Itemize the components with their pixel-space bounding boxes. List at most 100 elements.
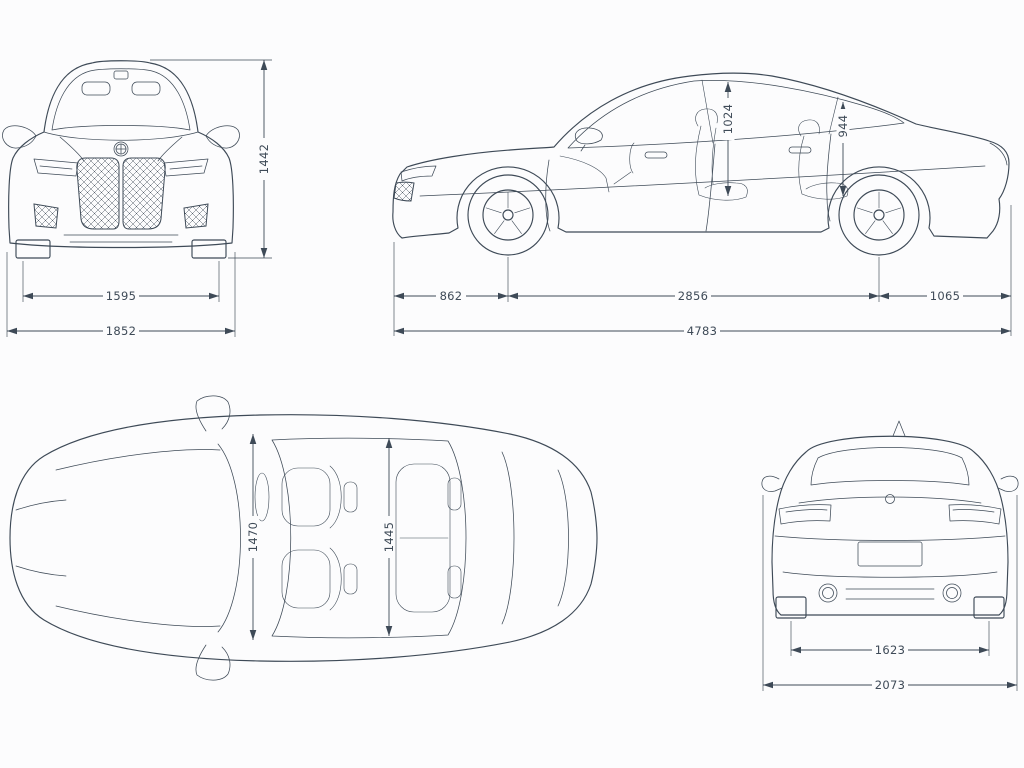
driver-headrest [343,481,358,513]
label-background [927,289,963,303]
front-bumper-lines [63,234,179,243]
rear-hub [873,209,885,221]
headrest-left [81,81,111,96]
top-side-mirrors [195,395,231,681]
top-view-drawing [9,395,598,681]
side-interior-sketch [559,108,849,201]
front-side-mirrors [2,125,240,149]
front-rim [482,189,534,241]
dimension-value: 1445 [382,522,396,552]
dim-top-front-interior-width: 1470 [246,434,260,640]
dim-top-rear-interior-width: 1445 [382,438,396,636]
steering-wheel [254,472,270,522]
rear-tires [775,596,1005,619]
side-door-lines [419,133,986,232]
top-interior-seats [254,463,462,613]
label-background [721,98,735,140]
front-hub [502,209,514,221]
top-body-outline [9,414,598,662]
rear-rim [853,189,905,241]
dimension-value: 2073 [875,678,905,692]
tire-left [15,239,51,259]
exhaust-right-outer [942,583,962,603]
rear-roundel [885,494,895,504]
extension-lines [150,59,272,259]
door-handle-front [644,151,668,159]
front-tire [467,174,549,256]
dim-side-front-interior-height: 1024 [721,82,735,196]
dimension-value: 4783 [687,324,717,338]
label-background [436,289,466,303]
roundel-outer [113,141,129,157]
rear-tire [838,174,920,256]
label-background [872,678,908,692]
dimension-value: 1065 [930,289,960,303]
front-tires [15,239,227,259]
passenger-headrest [343,563,358,595]
antenna-fin [892,420,906,437]
dimension-value: 1595 [106,289,136,303]
dim-front-width: 1852 [6,252,236,338]
dim-rear-track: 1623 [790,621,990,657]
extension-lines [393,205,1012,336]
rearview-mirror [113,70,129,80]
rear-window [810,447,970,486]
front-headlights [33,158,209,177]
label-background [103,289,139,303]
side-pillars [701,79,839,144]
rear-taillights [778,504,1002,525]
label-background [675,289,711,303]
side-grille [393,181,415,202]
side-wheels [467,174,920,256]
exhaust-right-inner [946,587,958,599]
label-background [836,109,850,143]
exhaust-left-outer [818,583,838,603]
side-headlight [400,165,437,182]
side-view-drawing [392,72,1010,256]
front-body-outline [8,60,234,249]
dim-side-bottom-row: 862 2856 1065 4783 [393,205,1012,338]
dimension-value: 1852 [106,324,136,338]
side-mirror [575,127,603,152]
rear-body-outline [771,435,1009,616]
label-background [246,516,260,558]
side-body-outline [392,72,1010,239]
rear-headrest-right [447,565,462,599]
dimension-value: 862 [440,289,463,303]
headrest-right [131,81,161,96]
label-background [872,643,908,657]
wheel-spokes [485,191,902,234]
dim-side-rear-interior-height: 944 [836,102,850,196]
dimension-value: 1442 [257,144,271,174]
top-hood-lines [15,449,221,627]
extension-lines [6,252,236,337]
front-view-drawing [2,60,240,259]
dim-rear-width-mirrors: 2073 [762,495,1018,692]
tire-right [191,239,227,259]
tire-right [973,596,1005,619]
side-glasshouse [567,80,905,149]
brand-roundel [113,141,129,157]
rear-headrest-left [447,477,462,511]
rear-view-drawing [761,420,1019,619]
extension-lines [762,495,1018,691]
exhaust-left-inner [822,587,834,599]
dim-front-height: 1442 [150,59,272,259]
rear-trunk-and-bumper-lines [774,496,1006,600]
passenger-seat [281,549,331,609]
label-background [257,138,271,180]
dimension-value: 1470 [246,522,260,552]
front-windshield [51,68,191,131]
label-background [382,516,396,558]
top-roof-glass-lines [217,437,569,639]
label-background [684,324,720,338]
dimension-value: 2856 [678,289,708,303]
side-taillight [989,142,1008,166]
dimension-value: 944 [836,115,850,138]
roundel-cross [115,143,127,155]
passenger-seatback [329,547,342,611]
license-plate-recess [857,541,923,567]
exhaust-pipes [818,583,962,603]
kidney-grille [76,157,166,230]
